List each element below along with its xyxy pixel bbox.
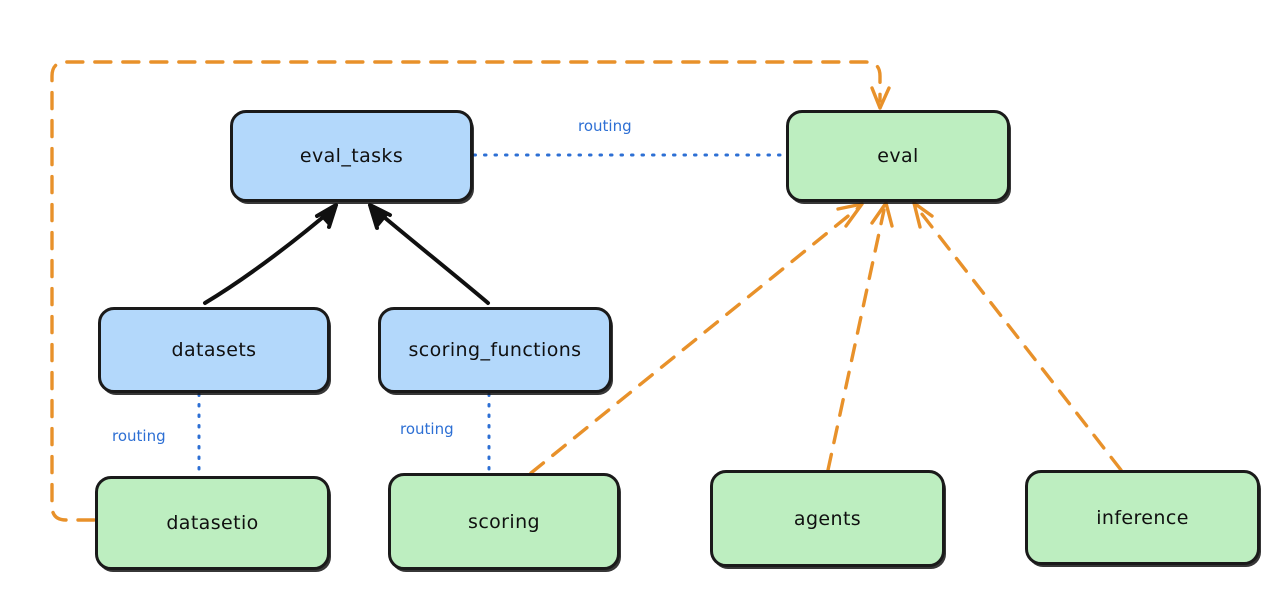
node-label: eval (877, 145, 919, 167)
edge-inference-to-eval (912, 201, 1123, 472)
node-scoring_functions[interactable]: scoring_functions (378, 307, 612, 393)
edge-scoring_functions-to-eval_tasks (368, 203, 490, 305)
node-label: datasets (171, 339, 257, 361)
edge-agents-to-eval (826, 201, 894, 472)
edge-label-routing-scoring_functions-scoring: routing (400, 420, 454, 438)
node-label: inference (1096, 506, 1189, 529)
node-label: eval_tasks (299, 145, 404, 167)
edge-label-routing-datasets-datasetio: routing (112, 427, 166, 445)
node-datasetio[interactable]: datasetio (95, 476, 330, 570)
node-eval[interactable]: eval (786, 110, 1010, 202)
edge-datasets-to-eval_tasks (203, 203, 338, 305)
node-agents[interactable]: agents (710, 470, 945, 567)
node-datasets[interactable]: datasets (98, 307, 330, 393)
node-eval_tasks[interactable]: eval_tasks (230, 110, 473, 202)
node-inference[interactable]: inference (1025, 470, 1260, 565)
node-scoring[interactable]: scoring (388, 473, 620, 570)
node-label: agents (793, 507, 862, 530)
node-label: datasetio (166, 512, 259, 534)
node-label: scoring (468, 510, 540, 533)
node-label: scoring_functions (408, 339, 582, 361)
edge-label-routing-eval_tasks-eval: routing (578, 117, 632, 135)
